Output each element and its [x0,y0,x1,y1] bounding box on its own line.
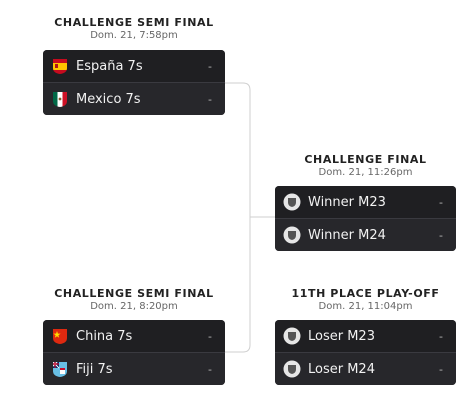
semi1-time: Dom. 21, 7:58pm [90,30,178,41]
team-name: España 7s [76,58,143,74]
team-row[interactable]: Loser M24 - [275,352,456,385]
team-row[interactable]: Mexico 7s - [43,82,225,115]
team-name: Loser M23 [308,328,375,344]
shield-icon [283,360,301,378]
team-name: China 7s [76,328,133,344]
semi1-header: CHALLENGE SEMI FINAL Dom. 21, 7:58pm [43,16,225,42]
team-row[interactable]: Winner M24 - [275,218,456,251]
team-name: Mexico 7s [76,91,141,107]
team-row[interactable]: Winner M23 - [275,186,456,218]
team-score: - [439,362,443,376]
semi2-header: CHALLENGE SEMI FINAL Dom. 21, 8:20pm [43,287,225,313]
playoff-header: 11TH PLACE PLAY-OFF Dom. 21, 11:04pm [275,287,456,313]
team-row[interactable]: China 7s - [43,320,225,352]
semi1-match-card[interactable]: España 7s - Mexico 7s - [43,50,225,115]
team-name: Winner M23 [308,194,386,210]
shield-icon [283,226,301,244]
team-score: - [439,329,443,343]
team-score: - [208,362,212,376]
final-header: CHALLENGE FINAL Dom. 21, 11:26pm [275,153,456,179]
final-match-card[interactable]: Winner M23 - Winner M24 - [275,186,456,251]
semi1-title: CHALLENGE SEMI FINAL [54,16,214,29]
spain-flag-icon [51,57,69,75]
team-score: - [208,329,212,343]
semi2-title: CHALLENGE SEMI FINAL [54,287,214,300]
team-name: Fiji 7s [76,361,113,377]
semi2-match-card[interactable]: China 7s - Fiji 7s - [43,320,225,385]
shield-icon [283,193,301,211]
team-name: Winner M24 [308,227,386,243]
playoff-match-card[interactable]: Loser M23 - Loser M24 - [275,320,456,385]
mexico-flag-icon [51,90,69,108]
fiji-flag-icon [51,360,69,378]
shield-icon [283,327,301,345]
playoff-time: Dom. 21, 11:04pm [318,301,413,312]
china-flag-icon [51,327,69,345]
semi2-time: Dom. 21, 8:20pm [90,301,178,312]
playoff-title: 11TH PLACE PLAY-OFF [291,287,440,300]
team-score: - [208,59,212,73]
team-row[interactable]: Loser M23 - [275,320,456,352]
final-title: CHALLENGE FINAL [304,153,427,166]
team-row[interactable]: Fiji 7s - [43,352,225,385]
team-score: - [439,195,443,209]
team-score: - [439,228,443,242]
final-time: Dom. 21, 11:26pm [318,167,413,178]
team-name: Loser M24 [308,361,375,377]
team-row[interactable]: España 7s - [43,50,225,82]
team-score: - [208,92,212,106]
